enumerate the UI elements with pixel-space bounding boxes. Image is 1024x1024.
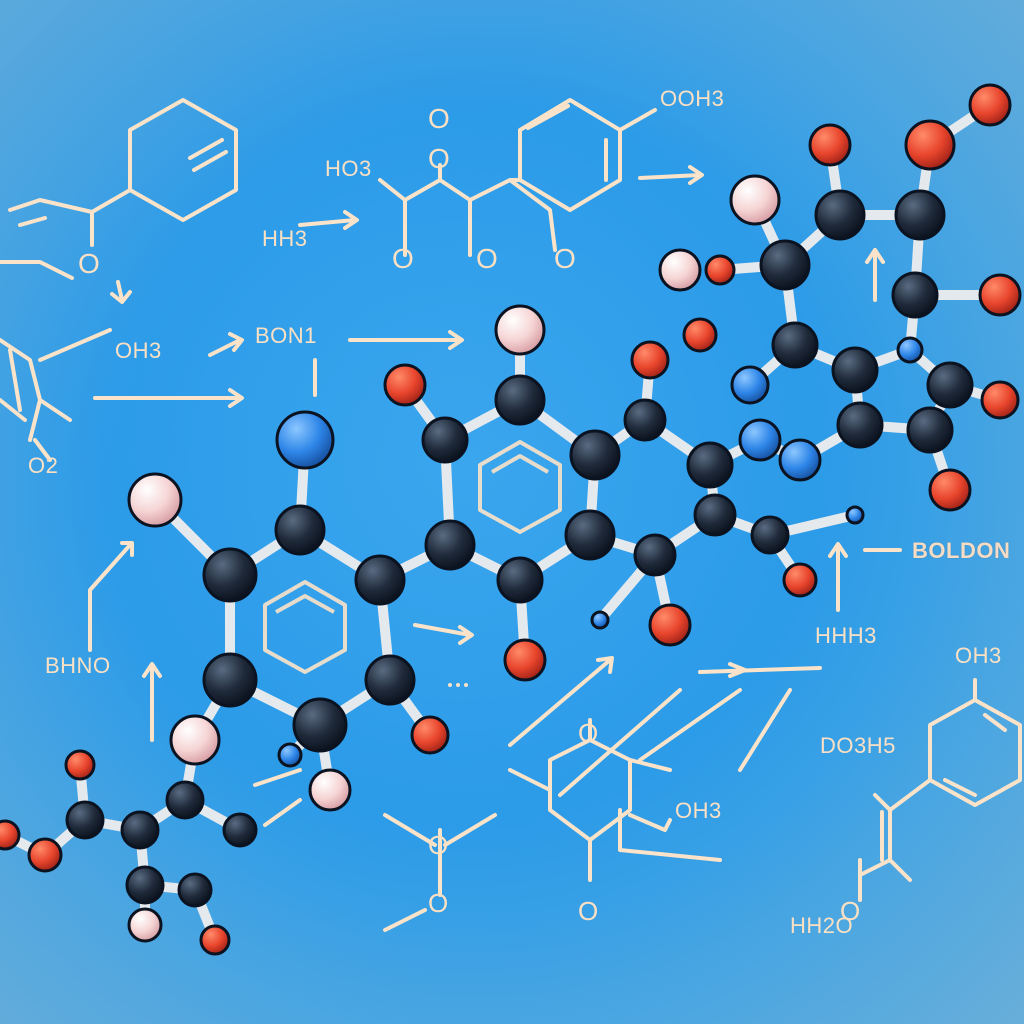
arrow-center-right-head [458, 625, 474, 645]
aromatic-ring-left-inner [275, 594, 335, 614]
label-o-top-2: O [428, 143, 451, 174]
label-ooh3: OOH3 [660, 86, 725, 111]
arrow-top-right-head [688, 165, 704, 185]
arrow-diag-right [738, 688, 792, 772]
arrow-left-long-head [228, 388, 244, 408]
ring-bottom-right-double-bond [943, 713, 1007, 797]
ring-top-middle-double-bond [526, 104, 608, 182]
label-o-bottom-2: O [428, 888, 449, 918]
chain-top-middle [378, 163, 557, 257]
chain-left-middle [0, 260, 74, 280]
ring-top-left [128, 98, 238, 222]
arrow-down-left [110, 280, 132, 304]
atoms [0, 83, 1022, 956]
ring-bottom-right [928, 698, 1022, 807]
arrow-lower-mid [253, 768, 302, 787]
arrow-diag-1 [508, 658, 612, 747]
arrow-diag-1-head [596, 656, 614, 674]
label-o-top-1: O [428, 103, 451, 134]
label-oh3-bottom: OH3 [675, 798, 722, 823]
arrow-hh3 [298, 218, 357, 227]
arrow-center-right [413, 623, 472, 637]
arrow-horizontal-lower [698, 666, 822, 674]
arrow-up-left-head [120, 541, 134, 557]
arrow-lower-mid-b [263, 798, 302, 827]
arrow-bon1-right-head [448, 330, 464, 350]
aromatic-ring-middle-inner [491, 454, 549, 474]
ring-top-left-double-bond [188, 138, 228, 172]
arrow-diag-3 [638, 688, 742, 762]
arrow-diag-2 [558, 688, 682, 797]
label-hh2o: HH2O [790, 913, 854, 938]
label-o-bottom-5: O [840, 896, 861, 926]
label-hhh3: HHH3 [815, 623, 877, 648]
label-o-bottom-4: O [578, 896, 599, 926]
fragment-left [0, 328, 112, 462]
label-o-bottom-1: O [428, 830, 449, 860]
label-o-top-3: O [392, 243, 415, 274]
label-oh3-left: OH3 [115, 338, 162, 363]
label-o-left: O [78, 248, 101, 279]
label-bhno: BHNO [45, 653, 111, 678]
arrow-up-right-ring-head [865, 248, 885, 264]
label-hh3: HH3 [262, 226, 308, 251]
ellipsis-dots [448, 683, 468, 687]
arrow-up-left [88, 543, 132, 652]
label-o2: O2 [28, 453, 59, 478]
label-oh3-right: OH3 [955, 643, 1002, 668]
arrow-up-bhno-head [142, 662, 162, 678]
label-o-top-4: O [476, 243, 499, 274]
arrow-top-right [638, 173, 702, 180]
label-bon1: BON1 [255, 323, 317, 348]
fragment-bottom-center [383, 813, 497, 932]
arrow-up-boldon-head [828, 542, 848, 558]
arrow-bon1-left-head [228, 332, 244, 352]
label-o-top-5: O [554, 243, 577, 274]
link-top-middle [618, 108, 657, 132]
label-ho3: HO3 [325, 156, 372, 181]
arrow-hh3-head [343, 210, 359, 230]
aromatic-ring-left [263, 580, 347, 674]
label-do3h5: DO3H5 [820, 733, 896, 758]
chain-top-left [8, 188, 132, 247]
ring-bottom-right-branch [858, 678, 977, 902]
label-boldon: BOLDON [912, 538, 1011, 563]
label-o-bottom-3: O [578, 718, 599, 748]
arrow-bon1-left [208, 338, 242, 357]
arrow-horizontal-lower-head [728, 662, 747, 678]
ring-bottom-center-branches [508, 718, 722, 882]
aromatic-ring-middle [478, 440, 562, 534]
